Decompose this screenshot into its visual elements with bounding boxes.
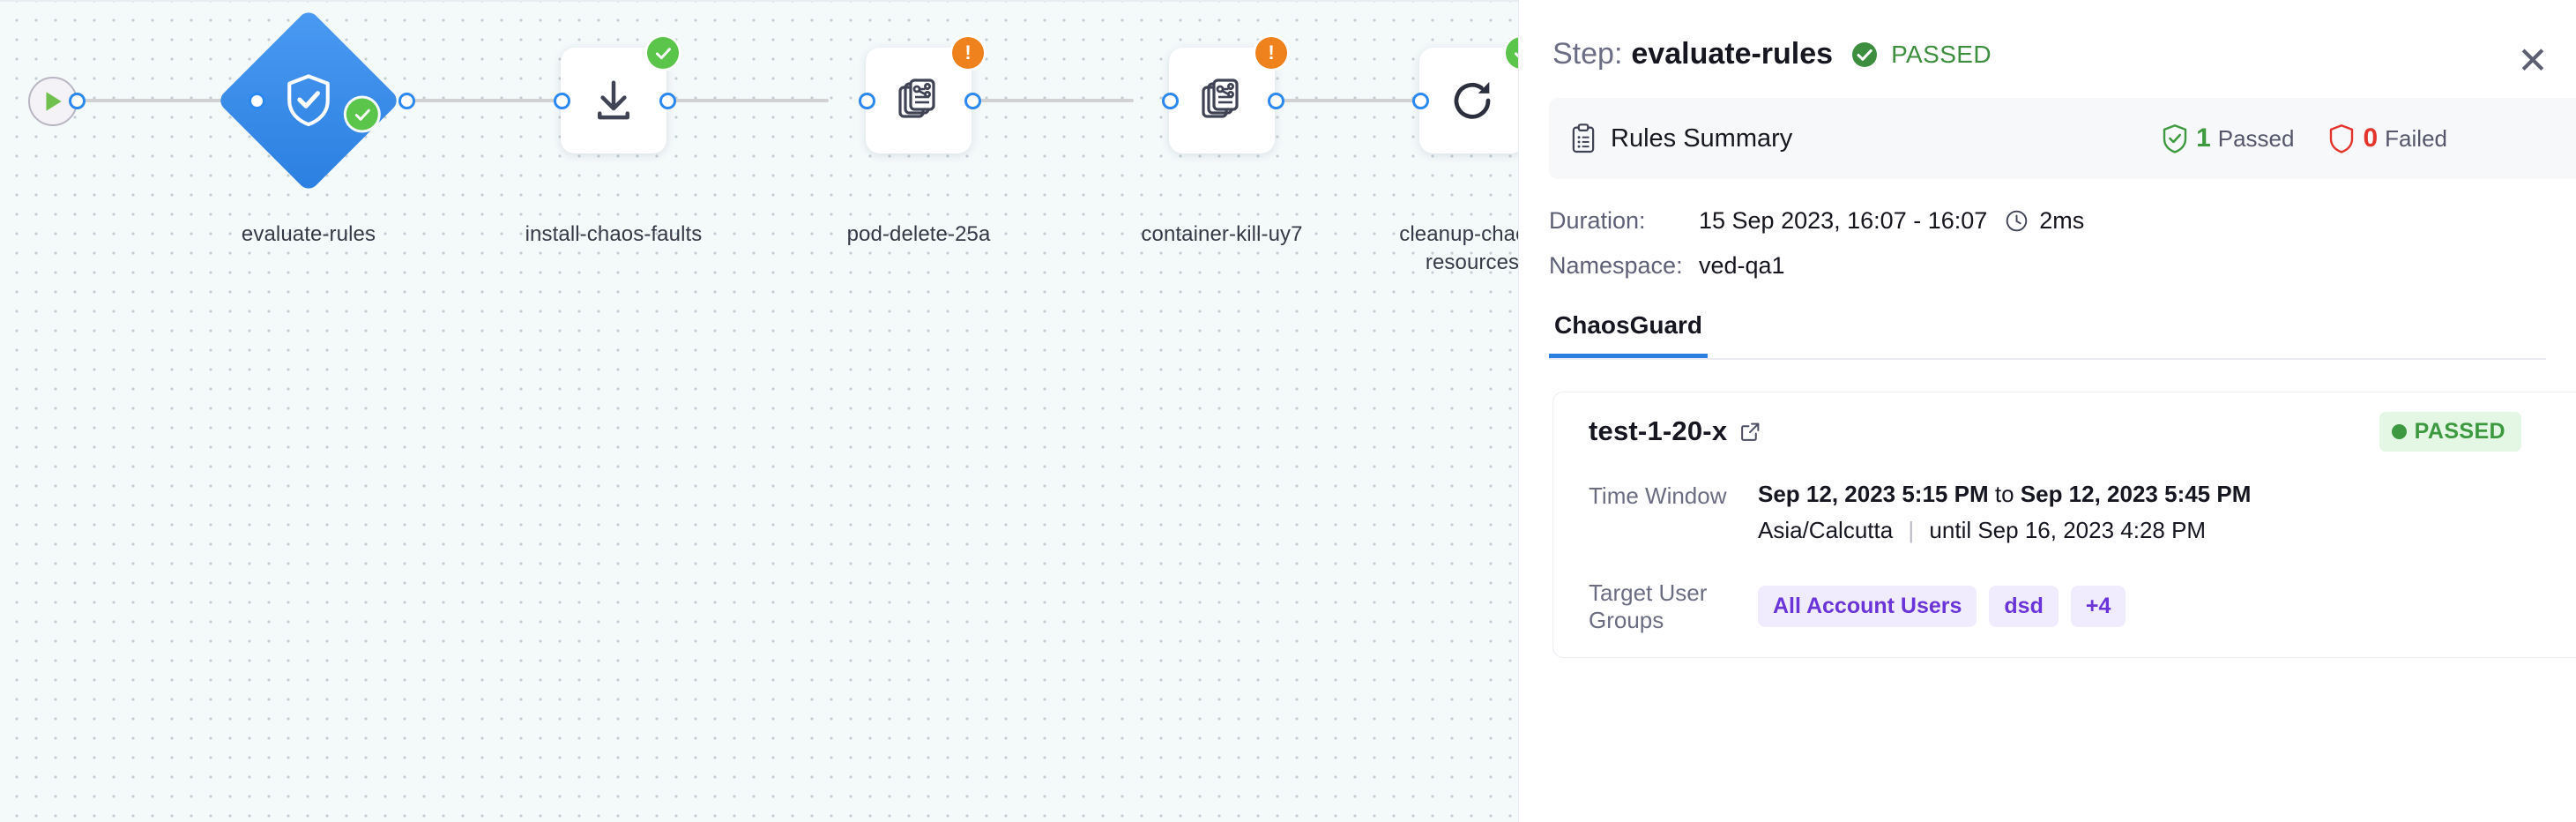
time-window-until: until Sep 16, 2023 4:28 PM xyxy=(1929,517,2207,543)
detail-key: Target User Groups xyxy=(1589,579,1708,633)
divider: | xyxy=(1908,517,1915,543)
warning-badge-icon: ! xyxy=(952,37,984,69)
user-group-chip-overflow[interactable]: +4 xyxy=(2070,585,2126,627)
rules-failed-group: 0 Failed xyxy=(2327,123,2447,154)
time-window-timezone: Asia/Calcutta xyxy=(1758,517,1894,543)
step-prefix-label: Step: xyxy=(1552,37,1623,71)
meta-row-duration: Duration: 15 Sep 2023, 16:07 - 16:07 2ms xyxy=(1549,207,2576,235)
edge-evaluate-to-install xyxy=(406,99,573,102)
status-badge: PASSED xyxy=(1891,40,1992,68)
detail-key: Time Window xyxy=(1589,482,1727,509)
user-group-chip[interactable]: All Account Users xyxy=(1758,585,1977,627)
warning-badge-icon: ! xyxy=(1255,37,1287,69)
port-evaluate-out[interactable] xyxy=(398,93,415,109)
test-status-badge: PASSED xyxy=(2379,412,2521,452)
tab-chaosguard[interactable]: ChaosGuard xyxy=(1549,303,1709,358)
meta-key: Namespace: xyxy=(1549,252,1683,279)
port-install-out[interactable] xyxy=(659,93,676,109)
rules-passed-label: Passed xyxy=(2217,124,2295,152)
test-status-label: PASSED xyxy=(2414,419,2505,444)
pipeline-node-label: evaluate-rules xyxy=(241,222,376,246)
detail-row-target-user-groups: Target User Groups All Account Users dsd… xyxy=(1589,578,2576,634)
chaos-fault-icon xyxy=(1199,78,1245,123)
refresh-icon xyxy=(1448,77,1496,124)
chaos-fault-icon xyxy=(896,78,942,123)
check-circle-icon xyxy=(1850,41,1879,69)
port-poddelete-out[interactable] xyxy=(964,93,981,109)
meta-duration-extra: 2ms xyxy=(2039,207,2085,234)
detail-row-time-window: Time Window Sep 12, 2023 5:15 PM to Sep … xyxy=(1589,481,2576,544)
rules-summary-title: Rules Summary xyxy=(1611,123,1793,153)
page-title: evaluate-rules xyxy=(1631,37,1834,71)
pipeline-node-container-kill-uy7[interactable]: ! container-kill-uy7 xyxy=(1141,37,1303,246)
step-meta-list: Duration: 15 Sep 2023, 16:07 - 16:07 2ms… xyxy=(1549,207,2576,280)
download-icon xyxy=(590,77,637,124)
pipeline-node-label: install-chaos-faults xyxy=(525,222,703,246)
rules-failed-count: 0 xyxy=(2363,123,2379,153)
pipeline-node-label: pod-delete-25a xyxy=(846,222,991,246)
port-containerkill-in[interactable] xyxy=(1162,93,1179,109)
time-window-end: Sep 12, 2023 5:45 PM xyxy=(2020,481,2252,507)
check-badge-icon xyxy=(1506,37,1518,69)
port-containerkill-out[interactable] xyxy=(1268,93,1284,109)
pipeline-node-label: container-kill-uy7 xyxy=(1141,222,1303,246)
shield-check-icon xyxy=(283,72,334,129)
pipeline-canvas[interactable]: evaluate-rules install-chaos-faults xyxy=(0,0,1518,822)
edge-install-to-poddelete xyxy=(661,99,829,102)
step-details-panel: Step: evaluate-rules PASSED ✕ xyxy=(1518,0,2576,822)
panel-tabs: ChaosGuard xyxy=(1549,303,2546,360)
rules-failed-label: Failed xyxy=(2385,124,2447,152)
pipeline-node-install-chaos-faults[interactable]: install-chaos-faults xyxy=(525,37,702,246)
edge-poddelete-to-containerkill xyxy=(966,99,1134,102)
shield-check-icon xyxy=(2161,123,2189,154)
target-user-group-chips: All Account Users dsd +4 xyxy=(1758,578,2126,634)
time-window-joiner: to xyxy=(1994,481,2014,507)
panel-header: Step: evaluate-rules PASSED ✕ xyxy=(1519,0,2576,79)
edge-start-to-evaluate xyxy=(76,99,252,102)
meta-row-namespace: Namespace: ved-qa1 xyxy=(1549,252,2576,280)
play-icon xyxy=(41,89,64,114)
port-cleanup-in[interactable] xyxy=(1412,93,1429,109)
rules-passed-group: 1 Passed xyxy=(2161,123,2294,154)
port-evaluate-in[interactable] xyxy=(249,93,265,109)
rules-passed-count: 1 xyxy=(2196,123,2211,153)
port-install-in[interactable] xyxy=(554,93,570,109)
chaosguard-test-card: test-1-20-x PASSED Time Window Sep xyxy=(1552,392,2576,658)
port-start-out[interactable] xyxy=(69,93,86,109)
meta-key: Duration: xyxy=(1549,207,1646,234)
shield-outline-icon xyxy=(2327,123,2356,154)
meta-value: ved-qa1 xyxy=(1699,252,1785,279)
clock-icon xyxy=(2005,209,2029,233)
port-poddelete-in[interactable] xyxy=(859,93,875,109)
close-icon[interactable]: ✕ xyxy=(2517,40,2549,81)
pipeline-node-evaluate-rules[interactable]: evaluate-rules xyxy=(216,8,401,246)
test-name: test-1-20-x xyxy=(1589,415,1728,446)
pipeline-node-cleanup-chaos-resources[interactable]: cleanup-chaos-resources xyxy=(1399,37,1518,274)
pipeline-node-label: cleanup-chaos-resources xyxy=(1399,222,1518,274)
rules-summary-card: Rules Summary 1 Passed xyxy=(1549,98,2576,179)
external-link-icon[interactable] xyxy=(1739,421,1761,443)
status-dot-icon xyxy=(2391,424,2407,439)
pipeline-node-pod-delete-25a[interactable]: ! pod-delete-25a xyxy=(847,37,990,246)
edge-containerkill-to-cleanup xyxy=(1269,99,1437,102)
check-badge-icon xyxy=(647,37,679,69)
check-badge-icon xyxy=(346,98,378,131)
meta-value: 15 Sep 2023, 16:07 - 16:07 xyxy=(1699,207,1988,234)
user-group-chip[interactable]: dsd xyxy=(1989,585,2059,627)
time-window-start: Sep 12, 2023 5:15 PM xyxy=(1758,481,1989,507)
clipboard-icon xyxy=(1570,123,1597,153)
